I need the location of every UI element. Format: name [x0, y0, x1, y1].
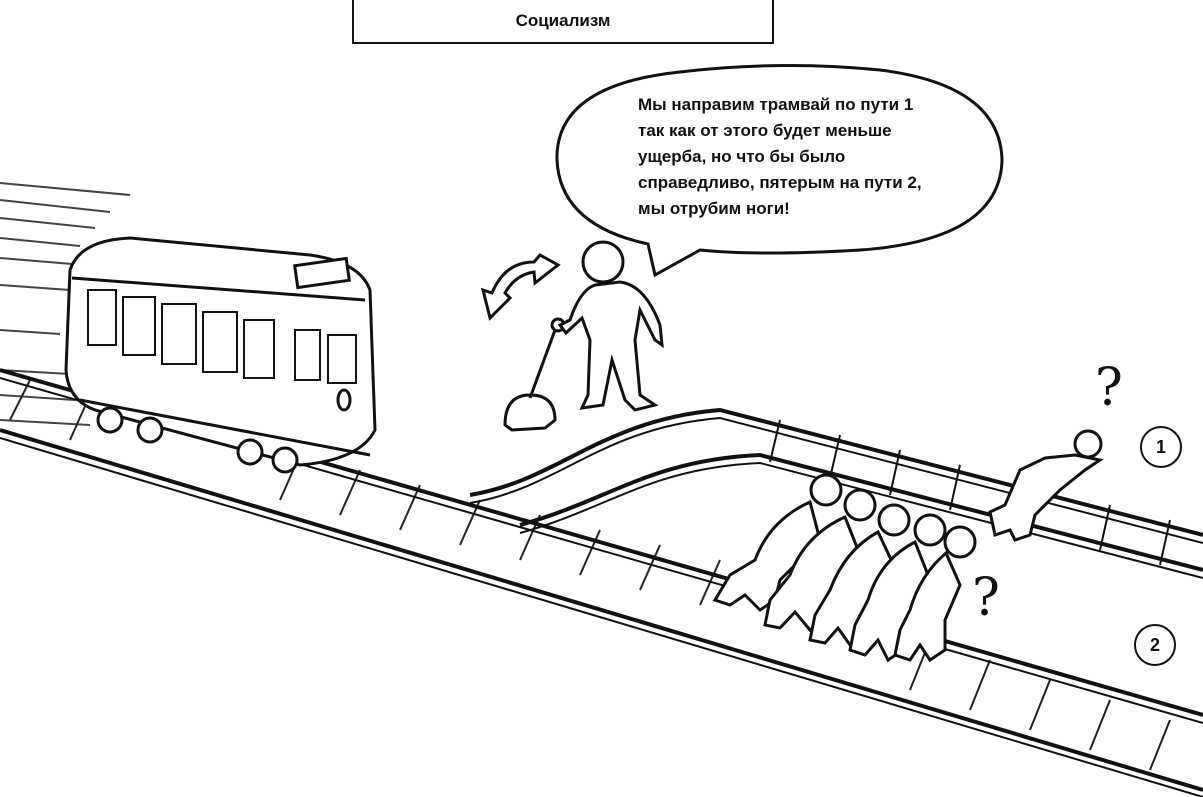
question-mark-1: ?: [1095, 358, 1123, 418]
trolley-icon: [64, 236, 377, 474]
track-2-label: 2: [1134, 624, 1176, 666]
switch-arrow-icon: [480, 253, 561, 321]
question-mark-2: ?: [972, 568, 1000, 628]
caption-title: Социализм: [352, 0, 774, 44]
speech-bubble-text: Мы направим трамвай по пути 1 так как от…: [638, 95, 922, 218]
motion-lines: [0, 182, 131, 426]
branch-track: [469, 407, 1203, 579]
lever-person-figure: [557, 240, 664, 412]
single-person-figure: [988, 429, 1104, 542]
track-1-label: 1: [1140, 426, 1182, 468]
lever-icon: [503, 317, 566, 432]
speech-bubble: [555, 63, 1004, 278]
five-people-figures: [712, 473, 977, 663]
